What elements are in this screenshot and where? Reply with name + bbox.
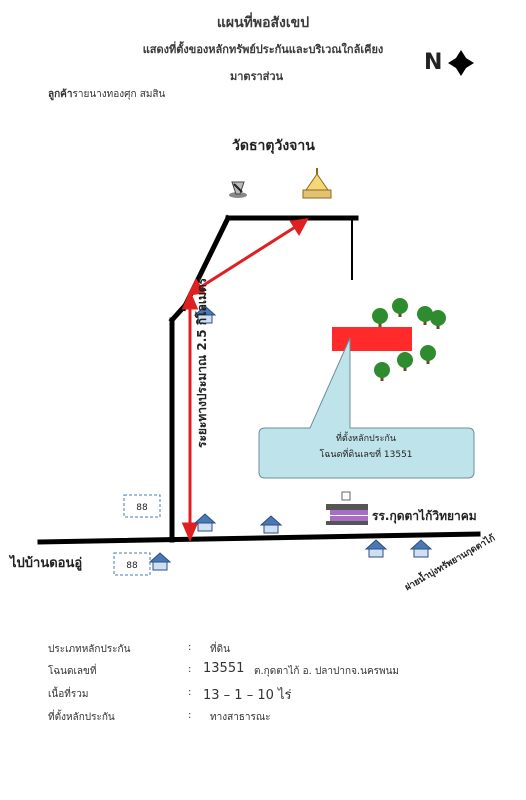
info-label: ที่ตั้งหลักประกัน [48, 712, 115, 723]
info-value: ทางสาธารณะ [210, 712, 271, 723]
info-colon: : [188, 710, 192, 721]
info-value: ที่ดิน [210, 644, 230, 655]
collateral-line1: ที่ตั้งหลักประกัน [335, 434, 397, 444]
house-icon [148, 305, 433, 571]
collateral-callout-text: ที่ตั้งหลักประกัน โฉนดที่ดินเลขที่ 13551 [260, 431, 472, 463]
distance-label: ระยะทางประมาณ 2.5 กิโลเมตร [195, 277, 209, 448]
compass-icon [448, 50, 474, 76]
svg-text:88: 88 [136, 503, 148, 513]
road-bottom [37, 531, 481, 545]
info-colon: : [188, 687, 192, 698]
collateral-plot [332, 327, 412, 351]
school-building-icon [326, 491, 368, 525]
map-title: แผนที่พอสังเขป [216, 15, 310, 31]
map-subtitle: แสดงที่ตั้งของหลักทรัพย์ประกันและบริเวณใ… [142, 43, 384, 56]
roads [37, 214, 481, 545]
building-icon: 88 88 [113, 494, 161, 576]
info-rest: ต.กุดตาไก้ อ. ปลาปากจ.นครพนม [254, 666, 400, 677]
info-label: โฉนดเลขที่ [48, 666, 97, 677]
info-colon: : [188, 642, 192, 653]
customer-name: รายนางทองศุก สมสิน [72, 89, 166, 100]
scale-label: มาตราส่วน [230, 70, 284, 83]
school-label: รร.กุดตาไก้วิทยาคม [372, 509, 477, 523]
info-value: 13 – 1 – 10 ไร่ [203, 688, 292, 703]
customer-label: ลูกค้า [48, 89, 73, 100]
temple-icon [302, 168, 332, 199]
info-label: เนื้อที่รวม [48, 689, 89, 700]
temple-label: วัดธาตุวังจาน [232, 138, 315, 154]
distance-arrows [181, 218, 309, 542]
tree-icon [372, 298, 446, 381]
info-label: ประเภทหลักประกัน [48, 644, 131, 655]
info-colon: : [188, 664, 192, 675]
customer-line: ลูกค้ารายนางทองศุก สมสิน [48, 87, 165, 102]
monument-icon [229, 181, 247, 198]
info-value: 13551 [203, 661, 245, 676]
left-road-label: ไปบ้านดอนอู่ [10, 556, 83, 571]
svg-text:88: 88 [126, 561, 138, 571]
collateral-line2: โฉนดที่ดินเลขที่ 13551 [319, 450, 413, 460]
collateral-callout [258, 337, 475, 479]
north-label: N [424, 50, 443, 75]
